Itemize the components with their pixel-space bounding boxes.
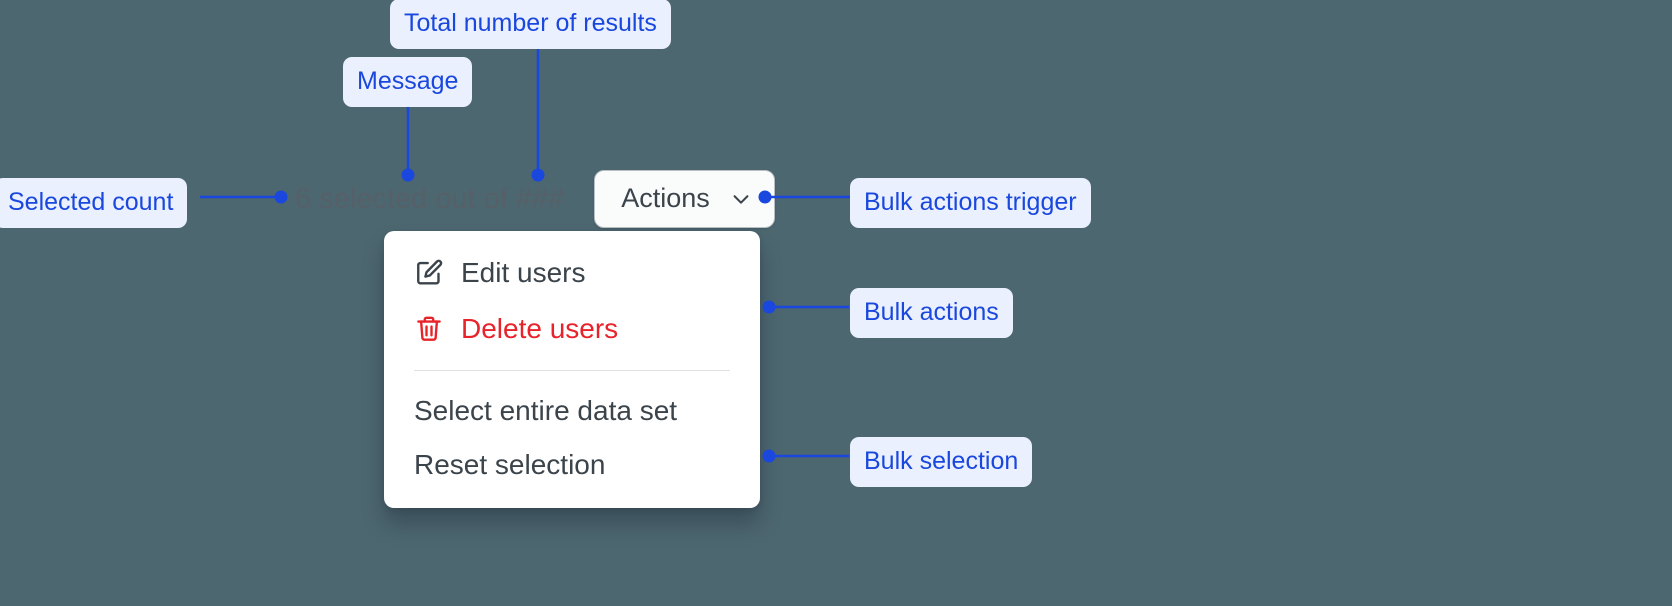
- annotation-bulk-selection: Bulk selection: [850, 437, 1033, 487]
- menu-item-delete-users-label: Delete users: [461, 313, 619, 344]
- menu-item-reset-selection-label: Reset selection: [414, 449, 606, 480]
- menu-divider: [414, 370, 730, 371]
- bulk-actions-trigger-button[interactable]: Actions: [594, 170, 775, 228]
- edit-icon: [414, 258, 444, 288]
- annotation-selected-count: Selected count: [0, 178, 188, 228]
- toolbar-row: 6 selected out of ### Actions: [295, 170, 775, 228]
- annotation-total-results: Total number of results: [390, 0, 671, 49]
- trash-icon: [414, 314, 444, 344]
- menu-item-edit-users[interactable]: Edit users: [384, 245, 760, 301]
- bulk-actions-trigger-label: Actions: [621, 183, 710, 213]
- selected-count-text: 6 selected out of ###: [295, 182, 565, 215]
- annotation-bulk-actions-trigger: Bulk actions trigger: [850, 178, 1091, 228]
- menu-item-select-entire-data-set[interactable]: Select entire data set: [384, 384, 760, 438]
- annotation-bulk-actions: Bulk actions: [850, 288, 1013, 338]
- bulk-actions-dropdown-menu: Edit users Delete users Select entire da…: [384, 231, 760, 508]
- chevron-down-icon: [730, 188, 752, 210]
- annotation-message: Message: [343, 57, 473, 107]
- menu-item-edit-users-label: Edit users: [461, 257, 586, 288]
- menu-item-reset-selection[interactable]: Reset selection: [384, 438, 760, 492]
- menu-item-delete-users[interactable]: Delete users: [384, 301, 760, 357]
- menu-item-select-entire-data-set-label: Select entire data set: [414, 395, 678, 426]
